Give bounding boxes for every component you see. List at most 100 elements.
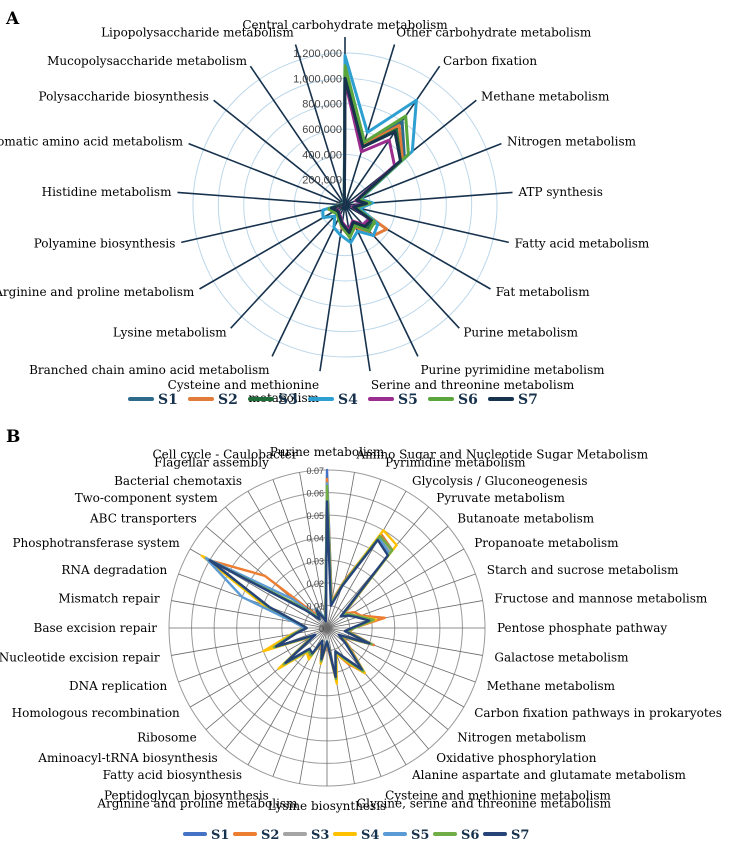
category-label: Propanoate metabolism — [474, 536, 619, 550]
category-label: Aminoacyl-tRNA biosynthesis — [37, 751, 217, 765]
category-label: Carbon fixation — [443, 54, 537, 68]
axis-spoke — [326, 627, 476, 683]
axis-spoke — [188, 142, 346, 206]
category-label: Polysaccharide biosynthesis — [38, 90, 208, 104]
legend-label-s3: S3 — [311, 828, 329, 843]
panel-label-a: A — [5, 9, 20, 29]
tick-label: 1,200,000 — [293, 48, 342, 60]
axis-spoke — [247, 490, 328, 629]
axis-spoke — [344, 204, 509, 244]
panel-label-b: B — [6, 427, 20, 447]
tick-label: 0.06 — [306, 489, 324, 499]
legend-label-s7: S7 — [511, 828, 529, 843]
category-label: Galactose metabolism — [494, 651, 629, 665]
category-label: Lysine metabolism — [113, 326, 227, 340]
legend-label-s6: S6 — [461, 828, 479, 843]
tick-label: 400,000 — [302, 149, 342, 161]
axis-spoke — [181, 204, 346, 244]
category-label: Purine metabolism — [270, 445, 385, 459]
category-label: Cysteine and methionine metabolism — [385, 789, 611, 803]
axis-spoke — [326, 627, 465, 708]
radar-chart-a: 0200,000400,000600,000800,0001,000,0001,… — [0, 18, 650, 405]
category-label: Lysine biosynthesis — [268, 799, 386, 813]
axis-spoke — [299, 472, 328, 629]
category-label: Amino Sugar and Nucleotide Sugar Metabol… — [356, 448, 649, 462]
axis-spoke — [199, 204, 346, 290]
axis-spoke — [271, 204, 346, 357]
axis-spoke — [326, 490, 407, 629]
axis-spoke — [272, 479, 328, 629]
tick-label: 0.07 — [306, 466, 324, 476]
category-label: Branched chain amino acid metabolism — [29, 363, 270, 377]
category-label: Other carbohydrate metabolism — [396, 26, 592, 40]
tick-label: 0 — [336, 200, 342, 212]
tick-label: 600,000 — [302, 124, 342, 136]
category-label: Glycolysis / Gluconeogenesis — [412, 474, 588, 488]
category-label: Serine and threonine metabolism — [371, 378, 575, 392]
axis-spoke — [205, 627, 328, 730]
tick-label: 0.02 — [306, 579, 324, 589]
tick-label: 200,000 — [302, 175, 342, 187]
category-label: ABC transporters — [89, 512, 197, 526]
axis-spoke — [178, 627, 328, 683]
category-label: Butanoate metabolism — [457, 512, 595, 526]
category-label: Lipopolysaccharide metabolism — [101, 26, 294, 40]
category-label: Arginine and proline metabolism — [96, 796, 298, 810]
category-label: Fatty acid biosynthesis — [103, 768, 242, 782]
tick-label: 0.01 — [306, 601, 324, 611]
category-label: Central carbohydrate metabolism — [242, 18, 448, 32]
category-label: Polyamine biosynthesis — [34, 237, 176, 251]
category-label: DNA replication — [69, 679, 168, 693]
category-label: Glycine, serine and threonine metabolism — [357, 796, 612, 810]
category-label: RNA degradation — [61, 563, 167, 577]
category-label: Homologous recombination — [12, 706, 180, 720]
category-label: Mismatch repair — [58, 591, 159, 605]
category-label: Bacterial chemotaxis — [114, 474, 242, 488]
axis-spoke — [249, 65, 346, 206]
category-label: Oxidative phosphorylation — [436, 751, 596, 765]
axis-spoke — [344, 65, 441, 206]
category-label: Pyrimidine metabolism — [385, 455, 526, 469]
axis-spoke — [177, 191, 346, 206]
axis-spoke — [326, 600, 483, 629]
tick-label: 800,000 — [302, 99, 342, 111]
category-label: Nitrogen metabolism — [457, 730, 587, 744]
category-label: Purine pyrimidine metabolism — [420, 363, 605, 377]
category-label: Fatty acid metabolism — [515, 237, 650, 251]
legend-label-s1: S1 — [158, 392, 178, 408]
axis-spoke — [319, 204, 346, 372]
series-line-s7 — [208, 500, 390, 679]
category-label: Nucleotide excision repair — [0, 651, 160, 665]
category-label: Flagellar assembly — [154, 455, 269, 469]
category-label: Mucopolysaccharide metabolism — [47, 54, 247, 68]
category-label: Purine metabolism — [463, 326, 578, 340]
category-label: Histidine metabolism — [42, 185, 172, 199]
category-label: ATP synthesis — [518, 185, 603, 199]
legend-label-s2: S2 — [261, 828, 279, 843]
axis-spoke — [344, 44, 396, 206]
category-label: Starch and sucrose metabolism — [487, 563, 679, 577]
category-label: Carbon fixation pathways in prokaryotes — [474, 706, 722, 720]
legend-label-s5: S5 — [411, 828, 429, 843]
axis-spoke — [213, 99, 346, 206]
tick-label: 0.05 — [306, 511, 324, 521]
category-label: Fat metabolism — [496, 285, 591, 299]
category-label: Alanine aspartate and glutamate metaboli… — [411, 768, 687, 782]
legend-label-s3: S3 — [278, 392, 298, 408]
category-label: Methane metabolism — [481, 90, 610, 104]
tick-label: 0.04 — [306, 534, 324, 544]
legend-label-s4: S4 — [338, 392, 358, 408]
tick-label: 0 — [319, 624, 324, 634]
tick-label: 0.03 — [306, 556, 324, 566]
category-label: Base excision repair — [34, 621, 158, 635]
series-line-s7 — [329, 76, 402, 235]
category-label: Cell cycle - Caulobacter — [153, 448, 298, 462]
radar-chart-b: 0 0.01 0.02 0.03 0.04 0.05 0.06 0.07 Purine meta… — [0, 445, 722, 813]
category-label: Fructose and mannose metabolism — [494, 591, 707, 605]
legend-label-s6: S6 — [458, 392, 478, 408]
category-label: Pentose phosphate pathway — [497, 621, 667, 635]
